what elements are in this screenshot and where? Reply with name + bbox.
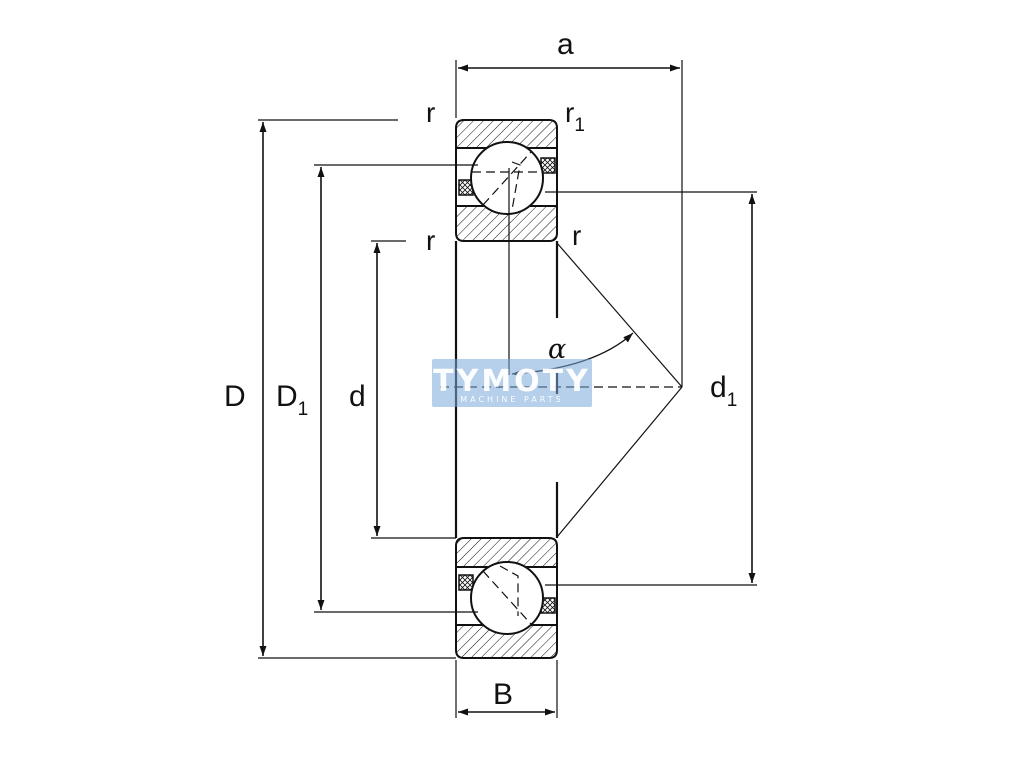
dimension-D: D	[224, 119, 456, 659]
label-r-mid-right: r	[572, 220, 581, 251]
bottom-ring-section	[455, 537, 558, 659]
label-D1: D1	[276, 380, 308, 420]
svg-text:MACHINE PARTS: MACHINE PARTS	[460, 395, 564, 404]
label-d: d	[349, 380, 366, 413]
label-a: a	[557, 28, 574, 61]
bottom-cage-left	[458, 574, 474, 591]
label-r1: r1	[565, 97, 585, 136]
top-outer-ring	[455, 119, 558, 149]
top-inner-ring	[455, 205, 558, 242]
label-D: D	[224, 380, 246, 413]
bottom-outer-ring	[455, 624, 558, 659]
svg-text:TYMOTY: TYMOTY	[433, 364, 591, 399]
top-ring-section	[455, 119, 558, 242]
dimension-d: d	[349, 240, 456, 539]
dimension-d1: d1	[545, 191, 757, 586]
dimension-a: a	[455, 28, 683, 387]
label-d1: d1	[710, 371, 737, 411]
label-B: B	[493, 678, 513, 711]
dimension-B: B	[455, 660, 558, 718]
watermark-logo: TYMOTY MACHINE PARTS	[432, 359, 592, 407]
alpha-label: α	[548, 334, 566, 365]
label-r-top-left: r	[426, 97, 435, 128]
contact-angle-lines	[508, 168, 683, 538]
dimension-D1: D1	[276, 164, 478, 613]
label-r-mid-left: r	[426, 225, 435, 256]
